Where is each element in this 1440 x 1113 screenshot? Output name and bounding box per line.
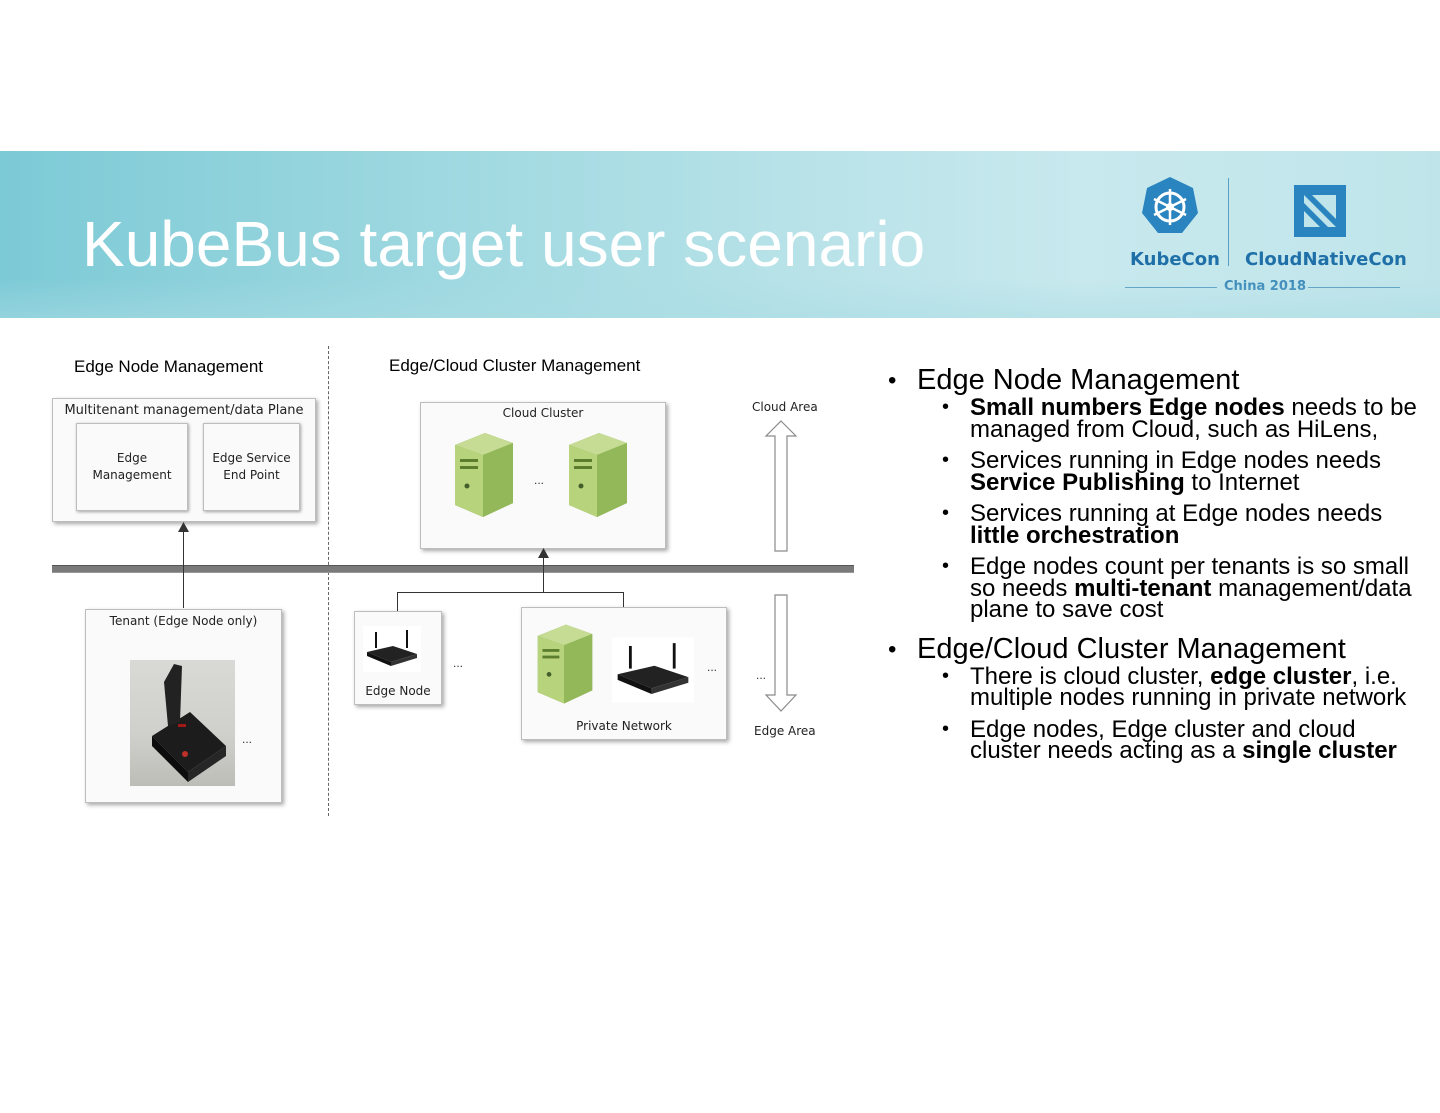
bold-text: edge cluster — [1210, 662, 1352, 690]
section-divider — [328, 346, 329, 816]
server-icon — [569, 433, 627, 517]
text: management/data plane to save cost — [970, 574, 1412, 623]
up-arrow-icon — [764, 420, 798, 552]
bullet-edge-node-management: Edge Node Management — [886, 364, 1426, 397]
subbullet: Services running at Edge nodes needs lit… — [886, 500, 1426, 549]
cloudnativecon-logo-text: CloudNativeCon — [1245, 249, 1407, 270]
bullet-list: Edge Node Management Small numbers Edge … — [886, 364, 1426, 774]
text: to Internet — [1184, 468, 1300, 496]
server-icon — [537, 624, 593, 704]
text: Edge nodes count per tenants is so small… — [970, 553, 1409, 602]
edge-node-label: Edge Node — [365, 684, 431, 698]
edge-management-box: Edge Management — [76, 423, 188, 511]
edge-service-label-1: Edge Service — [212, 451, 291, 465]
title-banner: KubeBus target user scenario KubeCon Clo… — [0, 151, 1440, 318]
cncf-logo-icon — [1294, 185, 1346, 237]
subbullet: There is cloud cluster, edge cluster, i.… — [886, 662, 1426, 711]
kubecon-logo-text: KubeCon — [1130, 249, 1220, 270]
router-icon — [612, 637, 694, 703]
private-network-label: Private Network — [576, 719, 672, 733]
edge-service-label-2: End Point — [223, 468, 280, 482]
cloud-cluster-box: Cloud Cluster ... — [420, 402, 666, 549]
edge-device-photo — [130, 660, 235, 786]
private-network-ellipsis: ... — [707, 660, 718, 674]
edge-node-subbullets: Small numbers Edge nodes needs to be man… — [886, 394, 1426, 623]
bold-text: single cluster — [1242, 737, 1397, 764]
private-network-box: ... Private Network — [521, 607, 727, 740]
edge-node-box: Edge Node — [354, 611, 442, 705]
edge-service-box: Edge Service End Point — [203, 423, 300, 511]
bold-text: Small numbers Edge nodes — [970, 394, 1285, 421]
bold-text: multi-tenant — [1074, 574, 1212, 602]
kubernetes-logo-icon — [1142, 177, 1198, 233]
logo-line-left — [1125, 287, 1217, 288]
subbullet: Services running in Edge nodes needs Ser… — [886, 447, 1426, 496]
edge-management-label-1: Edge — [116, 451, 148, 465]
edge-node-mgmt-header: Edge Node Management — [74, 357, 264, 376]
subbullet: Small numbers Edge nodes needs to be man… — [886, 394, 1426, 443]
server-icon — [455, 433, 513, 517]
cluster-connector — [543, 556, 544, 593]
conference-logo: KubeCon CloudNativeCon China 2018 — [1120, 173, 1410, 303]
subbullet: Edge nodes, Edge cluster and cloud clust… — [886, 715, 1426, 764]
tenant-label: Tenant (Edge Node only) — [109, 614, 258, 628]
edge-management-label-2: Management — [92, 468, 172, 482]
arrow-head-icon — [178, 522, 189, 532]
architecture-diagram: Edge Node Management Edge/Cloud Cluster … — [0, 318, 870, 838]
management-plane-box: Multitenant management/data Plane Edge M… — [52, 398, 316, 522]
arrow-head-icon — [538, 548, 549, 558]
bus-bar — [52, 565, 854, 573]
edge-area-ellipsis: ... — [756, 668, 767, 682]
cluster-mgmt-header: Edge/Cloud Cluster Management — [389, 356, 641, 375]
bullet-cluster-management: Edge/Cloud Cluster Management — [886, 633, 1426, 666]
edge-bracket-left — [397, 592, 398, 613]
tenant-ellipsis: ... — [242, 732, 253, 746]
edge-bracket-right — [623, 592, 624, 609]
text: Services running in Edge nodes needs — [970, 447, 1381, 474]
edge-bracket-top — [397, 592, 624, 593]
management-plane-label: Multitenant management/data Plane — [64, 403, 304, 418]
text: Services running at Edge nodes needs — [970, 500, 1383, 527]
cluster-subbullets: There is cloud cluster, edge cluster, i.… — [886, 662, 1426, 764]
cloud-area-label: Cloud Area — [752, 400, 818, 414]
text: Edge nodes, Edge cluster and cloud clust… — [970, 715, 1356, 764]
bold-text: little orchestration — [970, 521, 1180, 549]
text: There is cloud cluster, — [970, 662, 1211, 690]
bold-text: Service Publishing — [970, 468, 1185, 496]
tenant-connector — [183, 530, 184, 608]
text: , i.e. multiple nodes running in private… — [970, 662, 1407, 711]
router-icon — [363, 626, 421, 672]
text: needs to be managed from Cloud, such as … — [970, 394, 1417, 443]
edge-area-label: Edge Area — [754, 724, 816, 738]
slide-title: KubeBus target user scenario — [82, 208, 926, 280]
event-name: China 2018 — [1224, 279, 1306, 294]
logo-divider — [1228, 178, 1229, 266]
down-arrow-icon — [764, 594, 798, 712]
subbullet: Edge nodes count per tenants is so small… — [886, 553, 1426, 623]
cloud-cluster-label: Cloud Cluster — [502, 406, 584, 420]
edge-node-ellipsis: ... — [453, 656, 464, 670]
logo-line-right — [1308, 287, 1400, 288]
cloud-ellipsis: ... — [534, 473, 545, 487]
